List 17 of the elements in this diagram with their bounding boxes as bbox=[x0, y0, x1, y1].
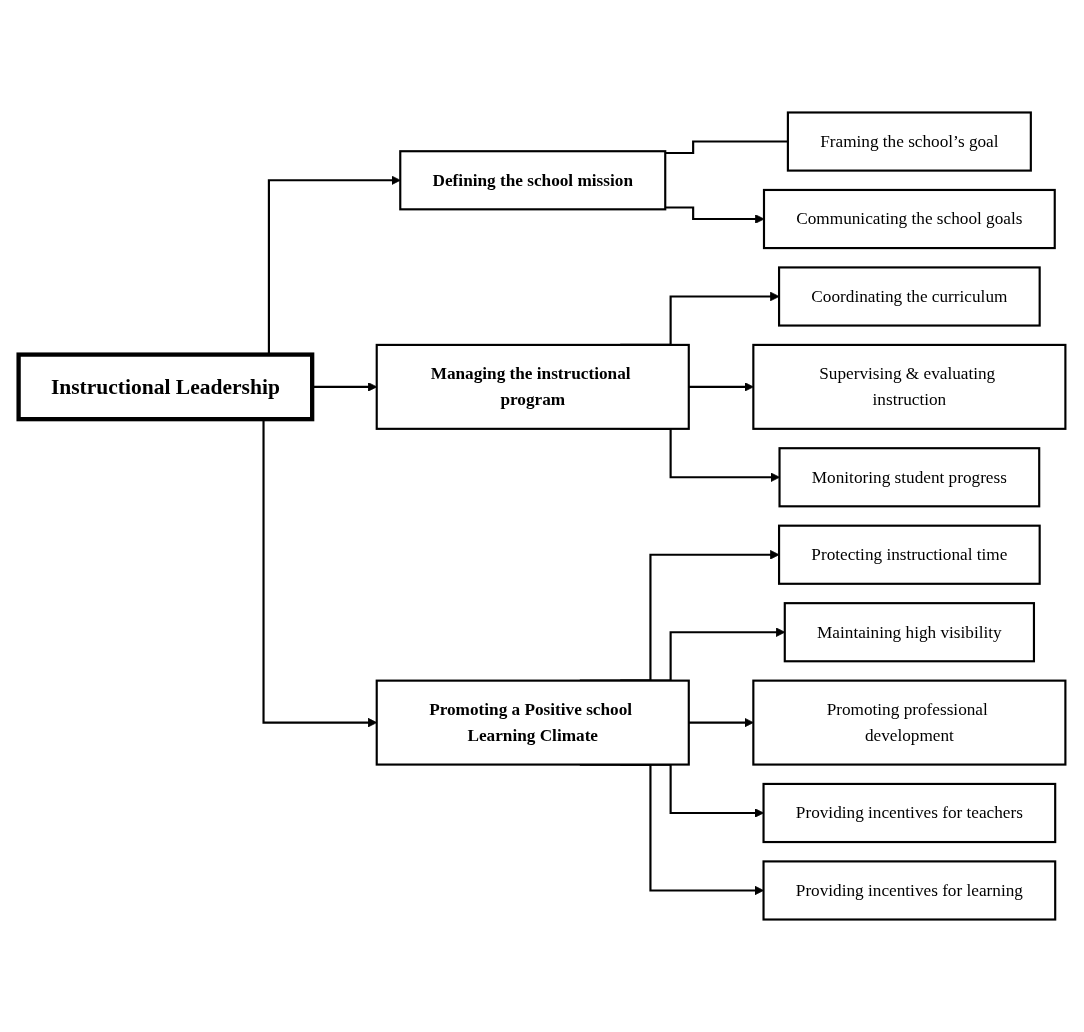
node-box: Defining the school mission bbox=[399, 150, 667, 211]
arrow bbox=[688, 382, 754, 392]
node-box: Maintaining high visibility bbox=[783, 602, 1036, 663]
node-box: Supervising & evaluating instruction bbox=[752, 343, 1067, 430]
node-box: Managing the instructional program bbox=[375, 343, 690, 430]
node-box: Promoting professional development bbox=[752, 679, 1067, 766]
node-box: Communicating the school goals bbox=[762, 188, 1056, 250]
node-box: Monitoring student progress bbox=[778, 447, 1041, 508]
node-box: Framing the school’s goal bbox=[786, 111, 1032, 172]
arrow bbox=[688, 717, 754, 728]
node-box: Promoting a Positive school Learning Climate bbox=[375, 679, 690, 766]
node-box: Instructional Leadership bbox=[16, 352, 315, 422]
node-box: Providing incentives for learning bbox=[762, 860, 1057, 921]
node-box: Coordinating the curriculum bbox=[778, 266, 1041, 327]
node-box: Protecting instructional time bbox=[778, 524, 1041, 585]
connector bbox=[665, 140, 788, 155]
node-box: Providing incentives for teachers bbox=[762, 782, 1057, 844]
